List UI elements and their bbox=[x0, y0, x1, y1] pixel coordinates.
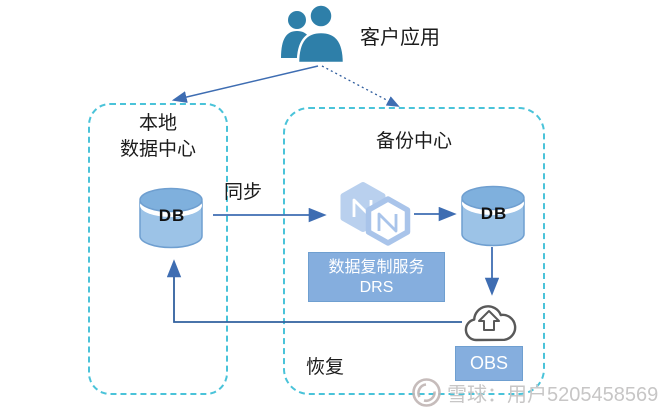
recovery-arrow bbox=[166, 259, 462, 323]
cloud-upload-icon bbox=[464, 305, 517, 342]
local-datacenter-title: 本地 数据中心 bbox=[88, 110, 228, 162]
watermark-text: 雪球：用户5205458569 bbox=[447, 384, 659, 406]
watermark: 雪球：用户5205458569 bbox=[410, 376, 658, 409]
drs-icon bbox=[340, 182, 411, 246]
client-app-label: 客户应用 bbox=[360, 25, 440, 49]
drs-service-box: 数据复制服务 DRS bbox=[308, 252, 445, 302]
xueqiu-logo-icon bbox=[412, 378, 441, 407]
client-to-local-line bbox=[171, 65, 319, 103]
local-title-line1: 本地 bbox=[138, 112, 177, 134]
local-datacenter-zone bbox=[88, 103, 228, 395]
users-icon bbox=[281, 3, 346, 65]
local-title-line2: 数据中心 bbox=[119, 138, 196, 160]
backup-db-label: DB bbox=[480, 204, 508, 223]
obs-box: OBS bbox=[455, 346, 523, 381]
backup-db-icon bbox=[461, 185, 525, 247]
drs-service-abbr: DRS bbox=[359, 279, 394, 296]
recover-label: 恢复 bbox=[306, 356, 345, 378]
client-to-backup-dotted-line bbox=[321, 65, 400, 107]
sync-label: 同步 bbox=[224, 181, 263, 203]
backup-center-title: 备份中心 bbox=[375, 130, 452, 152]
local-db-icon bbox=[139, 187, 203, 249]
drs-service-name: 数据复制服务 bbox=[328, 257, 425, 276]
local-db-label: DB bbox=[158, 206, 186, 225]
